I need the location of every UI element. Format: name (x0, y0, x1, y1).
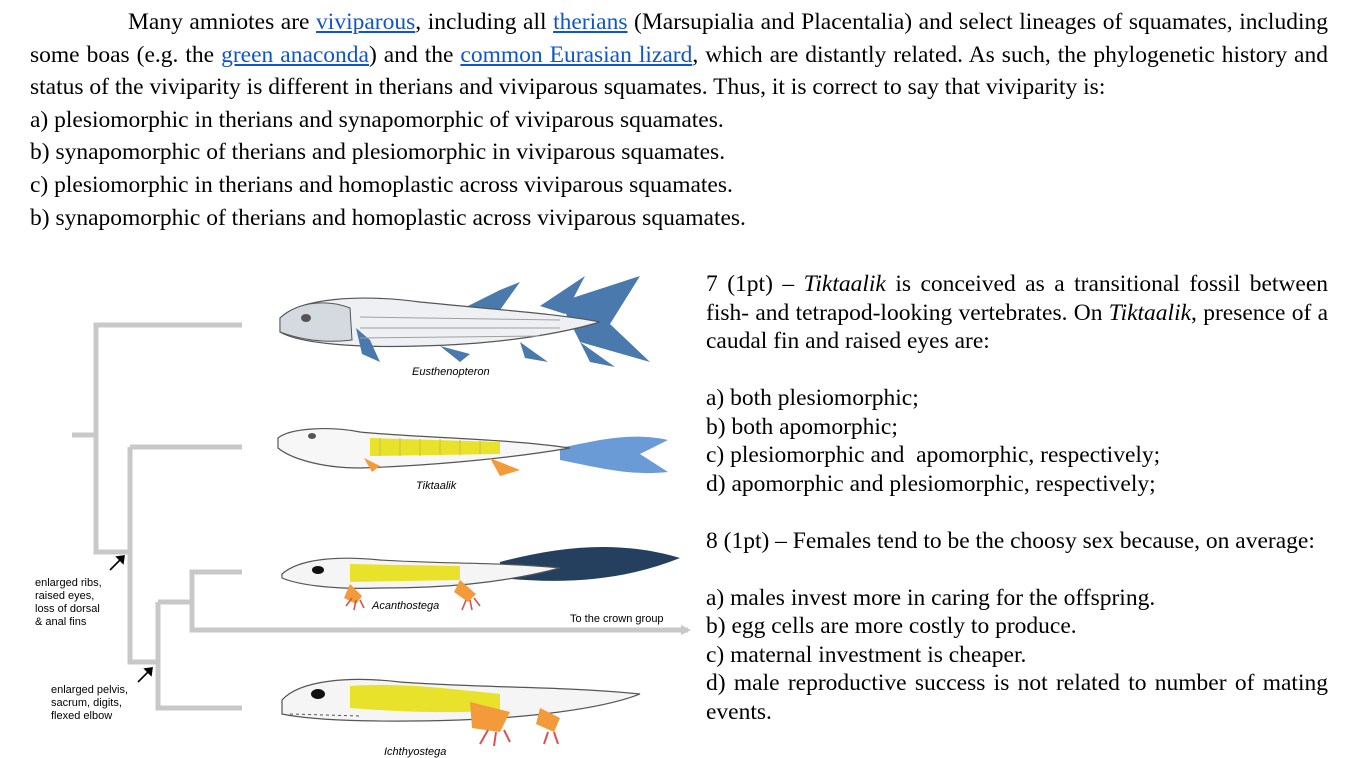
question-6-option: b) synapomorphic of therians and homopla… (30, 204, 746, 231)
link-green-anaconda[interactable]: green anaconda (221, 41, 369, 68)
question-7-stem: 7 (1pt) – Tiktaalik is conceived as a tr… (706, 271, 1329, 354)
branch-root (93, 435, 130, 555)
question-8-option: a) males invest more in caring for the o… (706, 584, 1156, 611)
question-8-stem: 8 (1pt) – Females tend to be the choosy … (706, 527, 1315, 554)
question-6: Many amniotes are viviparous, including … (30, 6, 1328, 234)
branch-elpistostegalian (127, 447, 158, 665)
link-therians[interactable]: therians (553, 9, 628, 35)
question-7-option: c) plesiomorphic and apomorphic, respect… (706, 442, 1161, 468)
branch-eusthenopteron (72, 322, 242, 438)
tree-branches (72, 322, 691, 711)
question-6-stem: Many amniotes are viviparous, including … (30, 9, 1328, 101)
acanthostega-illustration (281, 546, 680, 611)
question-7-option: a) both plesiomorphic; (706, 385, 919, 411)
taxon-label: Ichthyostega (384, 746, 447, 758)
node-arrows (109, 555, 153, 683)
branch-crown-group (189, 602, 691, 635)
question-8-option: b) egg cells are more costly to produce. (706, 613, 1077, 639)
question-6-option: c) plesiomorphic in therians and homopla… (30, 171, 733, 198)
tetrapod-phylogeny-figure: Eusthenopteron Tiktaalik Acanthostega Ic… (0, 262, 700, 758)
branch-ichthyostega (155, 602, 242, 711)
ichthyostega-illustration (281, 678, 641, 747)
crown-group-label: To the crown group (570, 613, 664, 625)
question-6-option: a) plesiomorphic in therians and synapom… (30, 106, 724, 133)
tiktaalik-illustration (277, 428, 668, 476)
question-7-option: d) apomorphic and plesiomorphic, respect… (706, 470, 1156, 497)
eusthenopteron-illustration (279, 276, 650, 367)
arrow-icon (115, 555, 125, 565)
question-8-option: c) maternal investment is cheaper. (706, 641, 1027, 668)
taxon-label: Tiktaalik (416, 480, 457, 492)
arrow-icon (143, 667, 153, 677)
node-note-ribs: enlarged ribs, raised eyes, loss of dors… (35, 577, 102, 628)
branch-acanthostega (158, 569, 242, 605)
question-8-option: d) male reproductive success is not rela… (706, 670, 1328, 725)
phylogeny-tree (72, 276, 691, 747)
questions-7-8: 7 (1pt) – Tiktaalik is conceived as a tr… (706, 270, 1328, 726)
question-6-option: b) synapomorphic of therians and plesiom… (30, 139, 726, 166)
taxon-label: Acanthostega (372, 600, 440, 612)
question-7-option: b) both apomorphic; (706, 413, 898, 440)
taxon-label: Eusthenopteron (412, 366, 490, 378)
link-viviparous[interactable]: viviparous (316, 9, 416, 35)
node-note-pelvis: enlarged pelvis, sacrum, digits, flexed … (51, 684, 129, 722)
link-common-eurasian-lizard[interactable]: common Eurasian lizard (460, 41, 693, 68)
